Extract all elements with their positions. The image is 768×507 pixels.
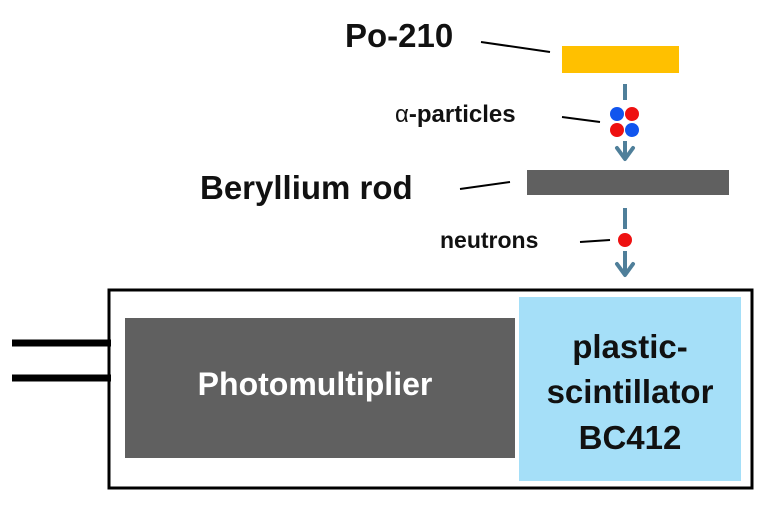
neutron-particle-icon bbox=[625, 123, 639, 137]
proton-particle-icon bbox=[625, 107, 639, 121]
po210-source-plate bbox=[562, 46, 679, 73]
photomultiplier-label: Photomultiplier bbox=[198, 366, 433, 402]
arrow-down-icon bbox=[615, 141, 635, 161]
beryllium-rod bbox=[527, 170, 729, 195]
alpha-particle-cluster bbox=[610, 107, 639, 137]
neutron-particle-icon bbox=[618, 233, 632, 247]
source-label: Po-210 bbox=[345, 17, 453, 54]
neutrons-label: neutrons bbox=[440, 227, 538, 253]
neutron-particle-icon bbox=[610, 107, 624, 121]
alpha-leader-line bbox=[561, 116, 601, 123]
alpha-symbol: α bbox=[395, 101, 409, 128]
alpha-label-text: -particles bbox=[409, 101, 516, 128]
alpha-particles-label: α-particles bbox=[395, 101, 516, 128]
arrow-down-icon bbox=[615, 251, 635, 277]
photomultiplier-block bbox=[125, 318, 515, 458]
scintillator-label-line2: scintillator bbox=[547, 373, 714, 410]
scintillator-label-line1: plastic- bbox=[572, 328, 688, 365]
scintillator-label-line3: BC412 bbox=[579, 419, 682, 456]
scintillator-block bbox=[519, 297, 741, 481]
beryllium-leader-line bbox=[459, 181, 511, 190]
proton-particle-icon bbox=[610, 123, 624, 137]
neutrons-leader-line bbox=[579, 239, 611, 243]
source-leader-line bbox=[480, 41, 551, 53]
beryllium-label: Beryllium rod bbox=[200, 169, 413, 206]
